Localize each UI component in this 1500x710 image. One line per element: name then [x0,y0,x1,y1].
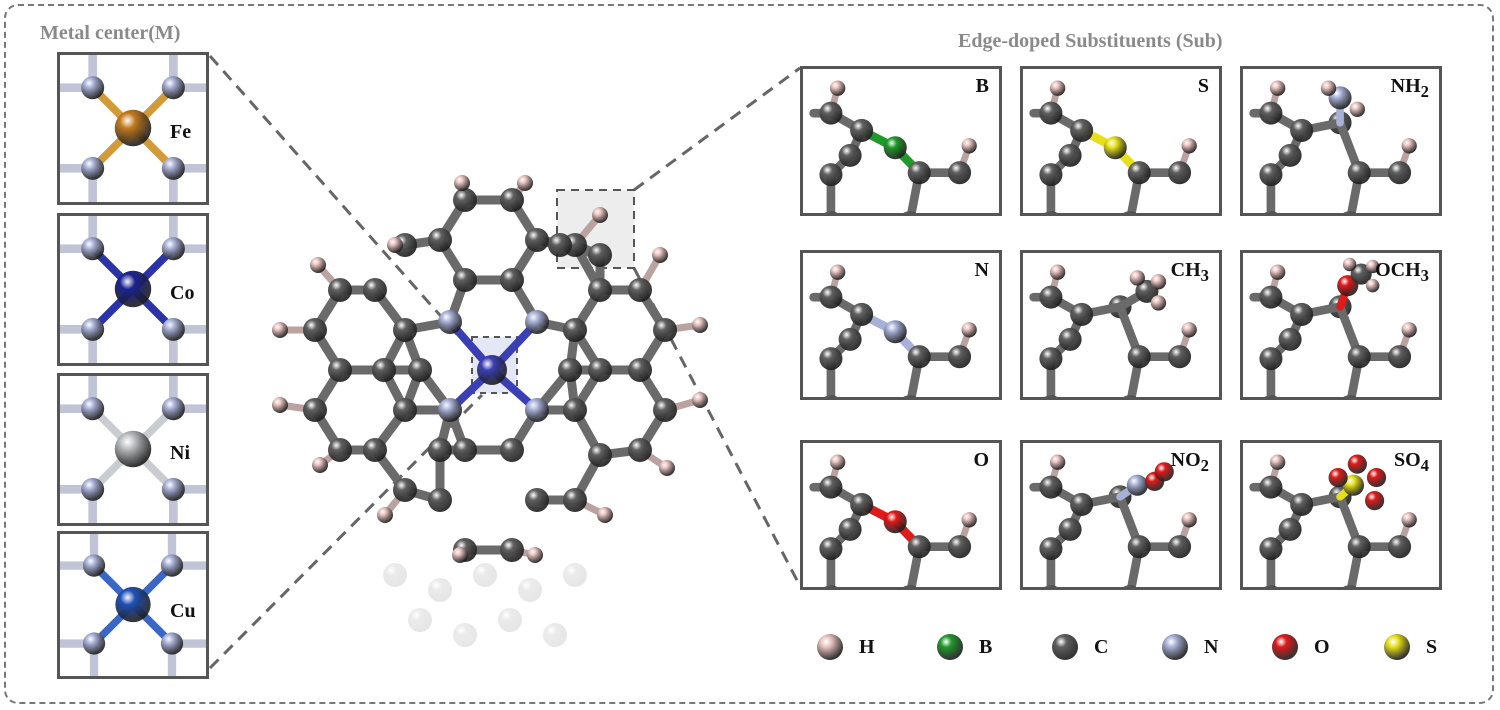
substituent-so4-structure [1249,454,1417,587]
main-structure [272,175,708,647]
metal-center-title: Metal center(M) [40,22,181,44]
legend-label: O [1314,635,1330,658]
substituent-panel-nh2: NH2 [1240,66,1442,216]
substituent-label: B [975,75,989,97]
legend-item-n: N [1160,632,1218,662]
legend-atom-icon [937,634,963,660]
metal-panel-fe: Fe [57,52,209,205]
substituent-panel-b: B [800,66,1002,216]
substituent-label: N [974,259,989,281]
legend-atom-icon [1162,634,1188,660]
substituent-nh2-structure [1249,80,1417,213]
legend-label: N [1204,635,1219,658]
legend-label: S [1426,635,1438,658]
substituent-no2-structure [1029,454,1197,587]
substituent-label: SO4 [1393,449,1429,475]
substituent-label: OCH3 [1375,259,1429,285]
substituent-panel-no2: NO2 [1020,440,1222,590]
legend-atom-icon [1052,634,1078,660]
legend-item-c: C [1050,632,1108,662]
metal-fe-structure [60,55,206,202]
figure-border [4,4,1494,704]
metal-ni-structure [60,376,206,523]
metal-label: Fe [170,121,192,143]
substituent-label: NO2 [1170,449,1209,475]
substituent-s-structure [1029,80,1197,213]
substituent-panel-s: S [1020,66,1222,216]
substituent-label: O [973,449,989,471]
metal-panel-ni: Ni [57,373,209,526]
substituent-panel-n: N [800,250,1002,400]
substituent-label: CH3 [1170,259,1209,285]
substituents-title: Edge-doped Substituents (Sub) [958,30,1223,52]
legend-label: H [859,635,875,658]
legend-atom-icon [1384,634,1410,660]
metal-cu-structure [60,534,206,676]
substituent-panel-so4: SO4 [1240,440,1442,590]
legend-label: C [1094,635,1109,658]
legend-atom-icon [1272,634,1298,660]
metal-label: Ni [170,442,190,464]
legend-item-h: H [815,632,875,662]
legend-item-b: B [935,632,992,662]
substituent-och3-structure [1249,257,1417,397]
metal-label: Co [170,282,195,304]
legend-atom-icon [817,634,843,660]
substituent-b-structure [809,80,977,213]
substituent-o-structure [809,454,977,587]
legend-label: B [979,635,993,658]
substituent-label: NH2 [1390,75,1429,101]
substituent-panel-o: O [800,440,1002,590]
substituent-n-structure [809,264,977,397]
metal-co-structure [60,216,206,363]
metal-panel-cu: Cu [57,531,209,679]
substituent-panel-och3: OCH3 [1240,250,1442,400]
metal-panel-co: Co [57,213,209,366]
legend-item-o: O [1270,632,1330,662]
substituent-ch3-structure [1029,264,1197,397]
substituent-label: S [1197,75,1209,97]
substituent-panel-ch3: CH3 [1020,250,1222,400]
metal-label: Cu [170,600,196,622]
legend-item-s: S [1382,632,1437,662]
